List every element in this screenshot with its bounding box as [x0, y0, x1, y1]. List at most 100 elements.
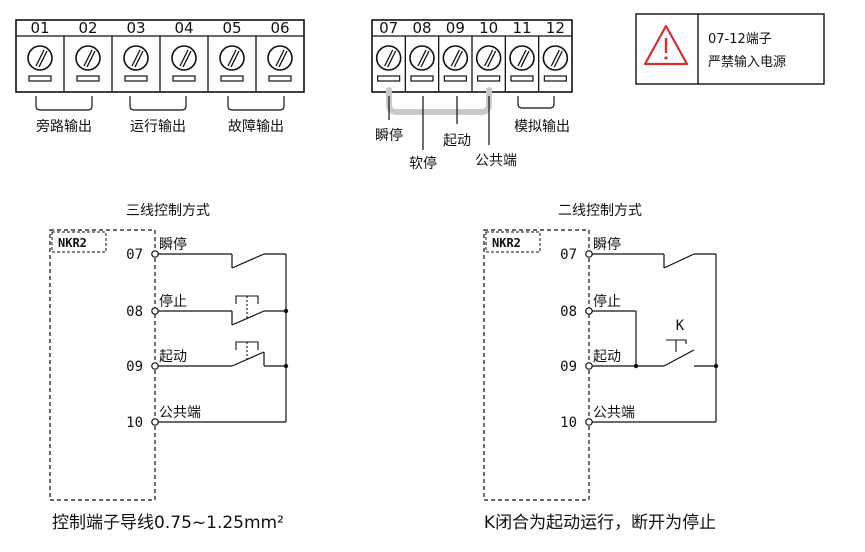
right-terminal-number: 07 — [379, 19, 398, 37]
terminal-number: 08 — [126, 304, 143, 320]
right-terminal-10: 10 — [471, 19, 502, 92]
screw-icon — [267, 45, 293, 71]
terminal-dot — [151, 418, 159, 426]
terminal-dot — [585, 250, 593, 258]
left-terminal-02: 02 — [63, 19, 101, 92]
terminal-row-10: 10 公共端 — [560, 405, 635, 431]
left-terminal-number: 02 — [78, 19, 97, 37]
screw-icon — [75, 45, 101, 71]
terminal-row-07: 07 瞬停 — [560, 236, 621, 263]
three-wire-note: 控制端子导线0.75~1.25mm² — [52, 513, 284, 533]
terminal-row-09: 09 起动 — [560, 349, 621, 375]
screw-icon — [442, 45, 469, 71]
screw-icon — [171, 45, 197, 71]
left-terminal-number: 05 — [222, 19, 241, 37]
two-wire-note: K闭合为起动运行，断开为停止 — [484, 513, 716, 533]
left-terminal-01: 01 — [27, 19, 53, 82]
label-07-instant-stop: 瞬停 — [375, 127, 403, 144]
terminal-label: 瞬停 — [159, 236, 187, 253]
terminal-row-08: 08 停止 — [560, 293, 621, 320]
terminal-dot — [585, 418, 593, 426]
two-wire-title: 二线控制方式 — [558, 203, 642, 219]
warning-line-1: 07-12端子 — [708, 32, 772, 47]
wire-slot — [443, 75, 467, 82]
terminal-row-09: 09 起动 — [126, 349, 187, 375]
terminal-label: 公共端 — [593, 405, 635, 421]
right-terminal-number: 09 — [446, 19, 465, 37]
terminal-number: 09 — [126, 359, 143, 375]
label-10-common: 公共端 — [475, 153, 517, 169]
terminal-label: 起动 — [593, 349, 621, 365]
label-analog-output: 模拟输出 — [514, 119, 570, 135]
terminal-label: 瞬停 — [593, 236, 621, 253]
right-terminal-number: 11 — [512, 19, 531, 37]
wire-slot — [543, 75, 567, 82]
terminal-number: 07 — [560, 247, 577, 263]
wire-slot — [124, 75, 148, 82]
label-08-soft-stop: 软停 — [409, 155, 437, 172]
terminal-number: 09 — [560, 359, 577, 375]
three-wire-title: 三线控制方式 — [126, 203, 210, 219]
left-terminal-05: 05 — [207, 19, 245, 92]
wire-slot — [377, 75, 401, 82]
left-terminal-06: 06 — [255, 19, 293, 92]
left-terminal-number: 06 — [270, 19, 289, 37]
label-bypass-output: 旁路输出 — [36, 118, 92, 135]
right-terminal-number: 10 — [479, 19, 498, 37]
terminal-row-10: 10 公共端 — [126, 405, 201, 431]
wire-slot — [510, 75, 534, 82]
right-terminal-number: 08 — [412, 19, 431, 37]
right-terminal-11: 11 — [504, 19, 535, 92]
screw-icon — [409, 45, 435, 71]
right-terminal-07: 07 — [375, 19, 402, 82]
terminal-dot — [585, 362, 593, 370]
terminal-label: 停止 — [593, 293, 621, 310]
terminal-row-08: 08 停止 — [126, 293, 187, 320]
common-bridge-bracket — [386, 87, 492, 115]
terminal-label: 起动 — [159, 349, 187, 365]
left-terminal-03: 03 — [111, 19, 149, 92]
wire-slot — [28, 75, 52, 82]
terminal-number: 10 — [126, 415, 143, 431]
terminal-dot — [151, 307, 159, 315]
three-wire-diagram: NKR2 — [49, 229, 289, 501]
left-terminal-number: 01 — [30, 19, 49, 37]
right-terminal-09: 09 — [438, 19, 469, 92]
terminal-number: 10 — [560, 415, 577, 431]
terminal-dot — [585, 307, 593, 315]
screw-icon — [475, 45, 502, 71]
terminal-block-right: 07 08 09 10 11 12 — [371, 19, 573, 93]
terminal-dot — [151, 362, 159, 370]
label-fault-output: 故障输出 — [228, 119, 284, 135]
terminal-left-group-brackets — [35, 96, 285, 111]
terminal-number: 07 — [126, 247, 143, 263]
terminal-row-07: 07 瞬停 — [126, 236, 187, 263]
terminal-right-leaders — [388, 96, 555, 150]
screw-icon — [123, 45, 149, 71]
right-terminal-12: 12 — [538, 19, 569, 92]
warning-triangle-icon — [643, 24, 689, 66]
left-terminal-number: 04 — [174, 19, 193, 37]
terminal-number: 08 — [560, 304, 577, 320]
terminal-label: 公共端 — [159, 405, 201, 421]
three-wire-box-label: NKR2 — [58, 236, 87, 250]
screw-icon — [375, 45, 402, 71]
screw-icon — [219, 45, 245, 71]
label-run-output: 运行输出 — [130, 119, 186, 135]
wire-slot — [477, 75, 501, 82]
label-09-start: 起动 — [443, 133, 471, 149]
terminal-block-left: 01 02 03 04 05 06 — [15, 19, 305, 93]
wire-slot — [410, 75, 434, 82]
terminal-dot — [151, 250, 159, 258]
warning-line-2: 严禁输入电源 — [708, 54, 786, 70]
right-terminal-number: 12 — [546, 19, 565, 37]
left-terminal-number: 03 — [126, 19, 145, 37]
terminal-label: 停止 — [159, 293, 187, 310]
right-terminal-08: 08 — [404, 19, 435, 92]
left-terminal-04: 04 — [159, 19, 197, 92]
screw-icon — [27, 45, 53, 71]
warning-box: 07-12端子 严禁输入电源 — [635, 13, 825, 85]
switch-k-label: K — [676, 318, 685, 334]
